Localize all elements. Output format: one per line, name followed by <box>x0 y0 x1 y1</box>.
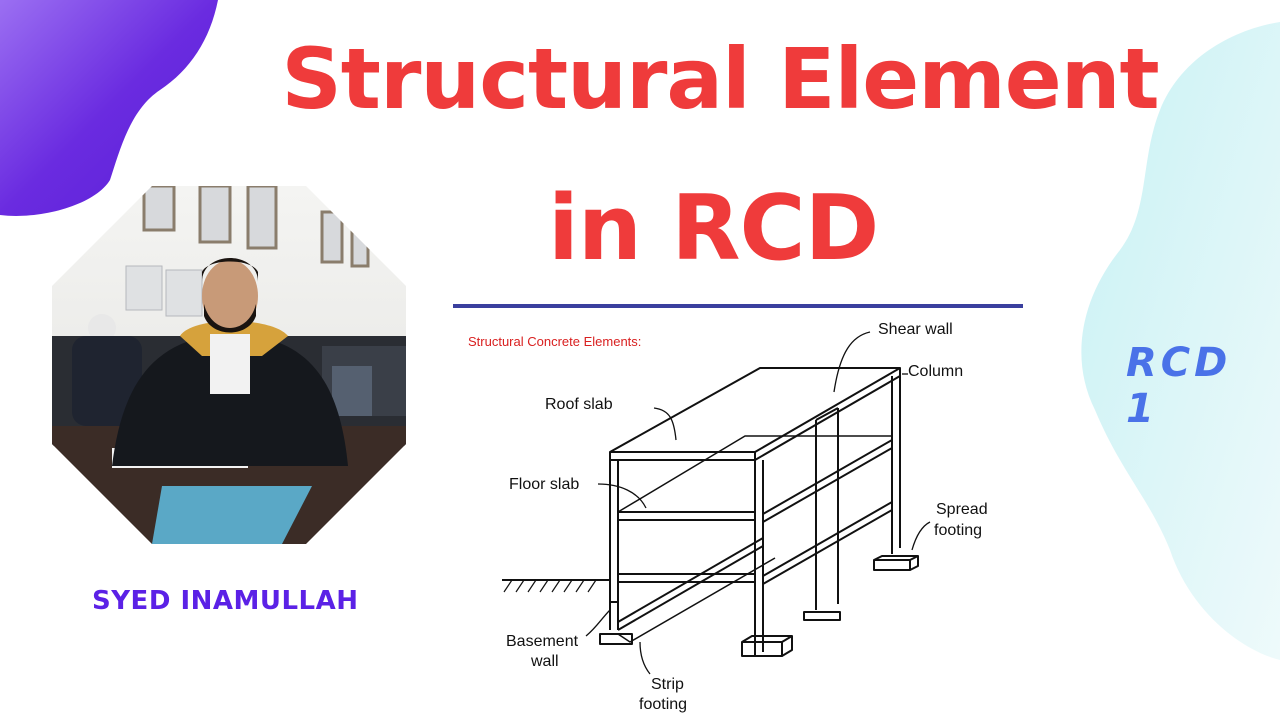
label-strip-footing-1: Strip <box>651 676 684 693</box>
purple-corner-blob <box>0 0 218 216</box>
label-spread-footing-1: Spread <box>936 501 988 518</box>
label-shear-wall: Shear wall <box>878 321 953 338</box>
label-floor-slab: Floor slab <box>509 476 580 493</box>
title-line-2: in RCD <box>548 176 879 281</box>
label-roof-slab: Roof slab <box>545 396 613 413</box>
label-spread-footing-2: footing <box>934 522 983 539</box>
diagram-caption: Structural Concrete Elements: <box>468 334 642 349</box>
title-line-1: Structural Element <box>281 30 1159 128</box>
structural-frame-diagram <box>502 331 931 675</box>
label-basement-wall-1: Basement <box>506 633 579 650</box>
author-name: SYED INAMULLAH <box>92 586 359 616</box>
cyan-side-blob <box>1081 22 1280 660</box>
label-strip-footing-2: footing <box>639 696 688 713</box>
series-tag: RCD 1 <box>1126 340 1232 432</box>
label-column: Column <box>908 363 964 380</box>
author-photo <box>52 186 406 544</box>
title-underline <box>453 304 1023 308</box>
label-basement-wall-2: wall <box>531 653 559 670</box>
